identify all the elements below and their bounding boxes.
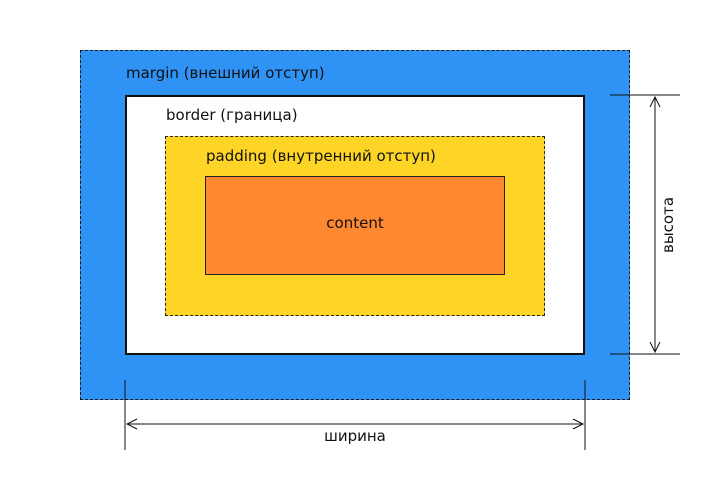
margin-label: margin (внешний отступ) [126, 64, 325, 82]
padding-label: padding (внутренний отступ) [206, 147, 436, 165]
content-area [205, 176, 505, 275]
border-label: border (граница) [166, 106, 298, 124]
content-label: content [326, 214, 384, 232]
width-arrow-left [125, 418, 138, 430]
height-label: высота [648, 170, 688, 280]
height-arrow-bottom [649, 341, 661, 354]
width-arrow-right [572, 418, 585, 430]
height-arrow-top [649, 95, 661, 108]
width-label: ширина [324, 427, 386, 445]
height-label-text: высота [659, 196, 677, 254]
